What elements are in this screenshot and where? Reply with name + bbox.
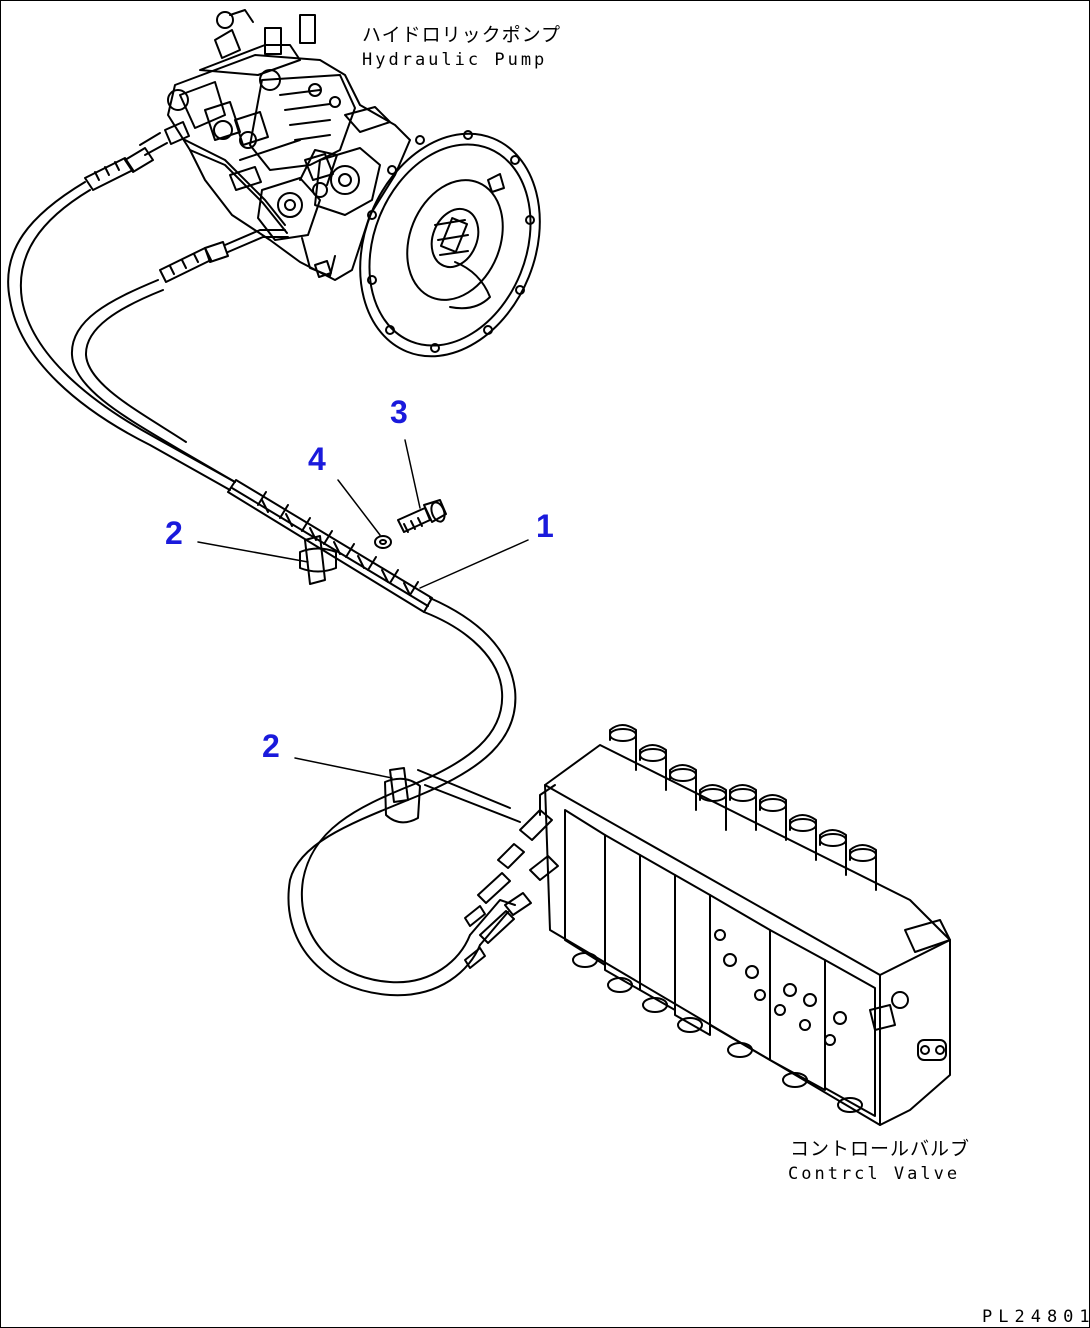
callout-3[interactable]: 3 xyxy=(390,394,408,430)
pump-label-jp: ハイドロリックポンプ xyxy=(362,24,562,46)
callout-2-lower[interactable]: 2 xyxy=(262,728,280,764)
leader-2-upper xyxy=(197,541,309,563)
pump-label-en: Hydraulic Pump xyxy=(362,50,548,70)
leader-lines xyxy=(197,439,529,779)
callout-2-upper[interactable]: 2 xyxy=(165,515,183,551)
leader-1 xyxy=(419,539,529,589)
pump-hose-fittings xyxy=(84,121,289,283)
valve-label-en: Contrcl Valve xyxy=(788,1164,961,1184)
callout-1[interactable]: 1 xyxy=(536,508,554,544)
washer[interactable] xyxy=(374,535,392,549)
control-valve[interactable] xyxy=(464,724,951,1126)
valve-label-jp: コントロールバルブ xyxy=(790,1138,971,1160)
leader-4 xyxy=(337,479,381,536)
leader-2-lower xyxy=(294,757,393,779)
clamp-lower[interactable] xyxy=(384,767,421,824)
leader-3 xyxy=(404,439,421,509)
hydraulic-pump[interactable] xyxy=(167,9,572,383)
callout-4[interactable]: 4 xyxy=(308,441,326,477)
bolt[interactable] xyxy=(397,499,447,533)
clamp-upper[interactable] xyxy=(299,535,337,585)
drawing-code: PL24801 xyxy=(982,1307,1090,1327)
hose-route xyxy=(7,181,521,997)
